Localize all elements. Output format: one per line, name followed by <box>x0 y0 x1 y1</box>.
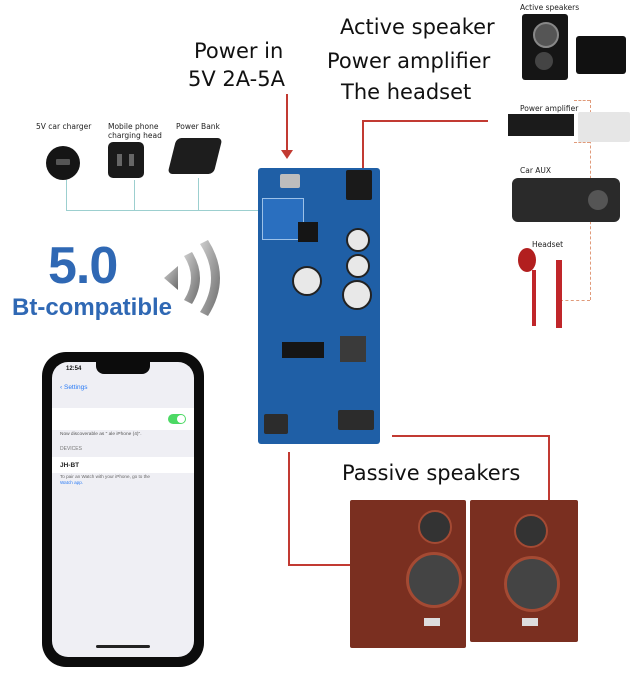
tweeter-right <box>514 514 548 548</box>
watch-app-link[interactable]: Watch app. <box>60 480 84 485</box>
bt-version: 5.0 <box>48 237 118 295</box>
settings-back-label: Settings <box>63 384 88 391</box>
output-line-vertical <box>362 120 364 180</box>
car-charger-icon <box>46 146 80 180</box>
power-amplifier-label: Power amplifier <box>327 49 491 73</box>
device-row-jh-bt[interactable] <box>52 457 194 473</box>
active-speakers-device-label: Active speakers <box>520 3 580 12</box>
bluetooth-module <box>262 198 304 240</box>
power-spec-label: 5V 2A-5A <box>188 67 285 91</box>
capacitor-4 <box>342 280 372 310</box>
amplifier-board <box>258 168 380 444</box>
phone-head-label-2: charging head <box>108 131 162 140</box>
bt-chip <box>298 222 318 242</box>
device-bracket-top <box>574 100 590 101</box>
phone-charger-head-icon <box>108 142 144 178</box>
capacitor-3 <box>292 266 322 296</box>
speaker-line-left-vertical <box>288 452 290 566</box>
pair-instructions: To pair an Watch with your iPhone, go to… <box>60 474 186 486</box>
terminal-right <box>338 410 374 430</box>
power-bank-icon <box>167 138 223 174</box>
amp-chip <box>282 342 324 358</box>
power-in-label: Power in <box>194 39 284 63</box>
device-name[interactable]: JH-BT <box>60 462 80 469</box>
charger-bracket-horizontal <box>66 210 266 211</box>
capacitor-1 <box>346 228 370 252</box>
phone-notch <box>96 362 150 374</box>
power-amplifier-icon <box>508 114 574 136</box>
status-time: 12:54 <box>66 366 82 372</box>
device-bracket-amp <box>574 142 590 143</box>
amp-connectors-icon <box>578 112 630 142</box>
usb-port <box>280 174 300 188</box>
headset-device-label: Headset <box>532 240 564 249</box>
headset-plug-icon <box>556 260 562 328</box>
discoverable-text: Now discoverable as " ale iPhone (4)". <box>60 432 142 437</box>
devices-header: DEVICES <box>60 446 82 452</box>
speaker-line-left-horizontal <box>288 564 350 566</box>
tweeter-left <box>418 510 452 544</box>
badge-left <box>424 618 440 626</box>
passive-speakers-label: Passive speakers <box>342 461 521 485</box>
woofer-left <box>406 552 462 608</box>
output-line-horizontal <box>362 120 488 122</box>
passive-speaker-left <box>350 500 466 648</box>
bluetooth-toggle[interactable] <box>168 414 186 424</box>
wireless-signal-icon <box>164 240 220 316</box>
charger-bracket-right <box>198 178 199 210</box>
headset-icon <box>518 248 536 272</box>
active-speaker-icon <box>522 14 568 80</box>
car-charger-label: 5V car charger <box>36 122 92 131</box>
headset-cable <box>532 270 536 326</box>
bt-compatible-label: Bt-compatible <box>12 294 173 321</box>
charger-bracket-mid <box>134 180 135 210</box>
device-bracket-bottom <box>560 300 590 301</box>
active-speaker-label: Active speaker <box>340 15 495 39</box>
inductor <box>340 336 366 362</box>
power-arrow-icon <box>281 150 293 159</box>
bluetooth-row[interactable] <box>52 408 194 430</box>
power-amplifier-device-label: Power amplifier <box>520 104 579 113</box>
capacitor-2 <box>346 254 370 278</box>
car-aux-device-label: Car AUX <box>520 166 552 175</box>
audio-jack <box>346 170 372 200</box>
woofer-right <box>504 556 560 612</box>
charger-bracket-left <box>66 180 67 210</box>
home-indicator <box>96 645 150 648</box>
settings-back-link[interactable]: ‹ Settings <box>60 384 88 391</box>
power-bank-label: Power Bank <box>176 122 220 131</box>
speaker-line-right-horizontal <box>392 435 550 437</box>
headset-label: The headset <box>341 80 472 104</box>
phone-head-label-1: Mobile phone <box>108 122 159 131</box>
smartphone: 12:54 ‹ Settings Now discoverable as " a… <box>42 352 204 667</box>
power-line <box>286 94 288 156</box>
pair-text: To pair an Watch with your iPhone, go to… <box>60 474 150 479</box>
phone-screen: 12:54 ‹ Settings Now discoverable as " a… <box>52 362 194 657</box>
discoverable-row: Now discoverable as " ale iPhone (4)". <box>52 430 194 442</box>
badge-right <box>522 618 538 626</box>
passive-speaker-right <box>470 500 578 642</box>
speaker-back-icon <box>576 36 626 74</box>
terminal-left <box>264 414 288 434</box>
speaker-line-right-vertical <box>548 435 550 501</box>
car-aux-icon <box>512 178 620 222</box>
